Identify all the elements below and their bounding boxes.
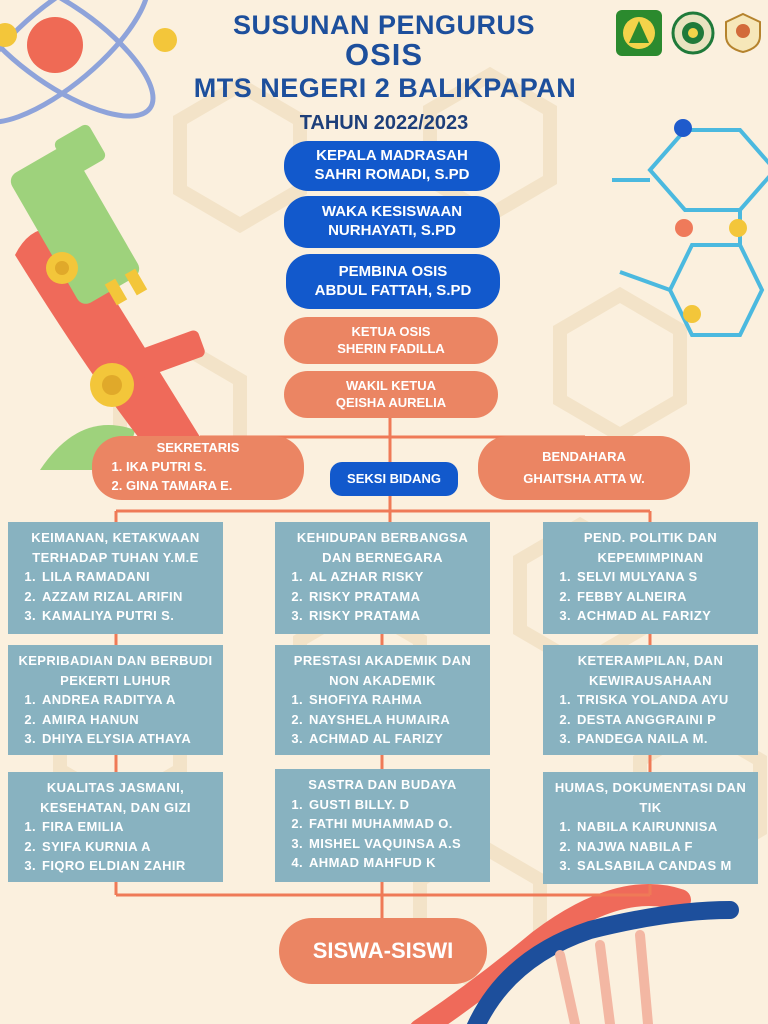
division-pend-politik: PEND. POLITIK DAN KEPEMIMPINAN SELVI MUL… (543, 522, 758, 634)
member-list: ANDREA RADITYA A AMIRA HANUN DHIYA ELYSI… (14, 690, 217, 749)
list-item: FATHI MUHAMMAD O. (307, 814, 484, 834)
division-prestasi-akademik: PRESTASI AKADEMIK DAN NON AKADEMIK SHOFI… (275, 645, 490, 755)
list-item: DHIYA ELYSIA ATHAYA (40, 729, 217, 749)
box-waka-kesiswaan: WAKA KESISWAAN NURHAYATI, S.PD (284, 196, 500, 248)
list-item: ACHMAD AL FARIZY (575, 606, 752, 626)
role-label: KEPALA MADRASAH (316, 147, 468, 165)
box-wakil-ketua: WAKIL KETUA QEISHA AURELIA (284, 371, 498, 418)
role-label: BENDAHARA (542, 448, 626, 464)
division-title: KEPRIBADIAN DAN BERBUDI PEKERTI LUHUR (18, 653, 213, 688)
division-title: PRESTASI AKADEMIK DAN NON AKADEMIK (293, 653, 472, 688)
member-list: SHOFIYA RAHMA NAYSHELA HUMAIRA ACHMAD AL… (281, 690, 484, 749)
list-item: GINA TAMARA E. (126, 476, 304, 496)
list-item: DESTA ANGGRAINI P (575, 710, 752, 730)
list-item: AL AZHAR RISKY (307, 567, 484, 587)
list-item: SYIFA KURNIA A (40, 837, 217, 857)
box-kepala-madrasah: KEPALA MADRASAH SAHRI ROMADI, S.PD (284, 141, 500, 191)
list-item: TRISKA YOLANDA AYU (575, 690, 752, 710)
role-label: KETUA OSIS (351, 324, 431, 340)
division-kualitas-jasmani: KUALITAS JASMANI, KESEHATAN, DAN GIZI FI… (8, 772, 223, 882)
logo-kemenag-icon (616, 10, 662, 56)
member-list: TRISKA YOLANDA AYU DESTA ANGGRAINI P PAN… (549, 690, 752, 749)
member-list: LILA RAMADANI AZZAM RIZAL ARIFIN KAMALIY… (14, 567, 217, 626)
page-title: SUSUNAN PENGURUS (232, 10, 536, 40)
box-ketua-osis: KETUA OSIS SHERIN FADILLA (284, 317, 498, 364)
division-title: KETERAMPILAN, DAN KEWIRAUSAHAAN (577, 653, 724, 688)
list-item: RISKY PRATAMA (307, 587, 484, 607)
academic-year: TAHUN 2022/2023 (299, 112, 469, 134)
list-item: FIQRO ELDIAN ZAHIR (40, 856, 217, 876)
page-title-osis: OSIS (344, 37, 424, 72)
member-list: NABILA KAIRUNNISA NAJWA NABILA F SALSABI… (549, 817, 752, 876)
division-title: PEND. POLITIK DAN KEPEMIMPINAN (583, 530, 718, 565)
list-item: ACHMAD AL FARIZY (307, 729, 484, 749)
list-item: SHOFIYA RAHMA (307, 690, 484, 710)
atom-icon (0, 0, 177, 125)
list-item: AZZAM RIZAL ARIFIN (40, 587, 217, 607)
list-item: ANDREA RADITYA A (40, 690, 217, 710)
logo-osis-icon (720, 10, 766, 56)
division-sastra-budaya: SASTRA DAN BUDAYA GUSTI BILLY. D FATHI M… (275, 769, 490, 882)
division-kepribadian: KEPRIBADIAN DAN BERBUDI PEKERTI LUHUR AN… (8, 645, 223, 755)
member-list: SELVI MULYANA S FEBBY ALNEIRA ACHMAD AL … (549, 567, 752, 626)
division-kehidupan-berbangsa: KEHIDUPAN BERBANGSA DAN BERNEGARA AL AZH… (275, 522, 490, 634)
list-item: FIRA EMILIA (40, 817, 217, 837)
member-list: FIRA EMILIA SYIFA KURNIA A FIQRO ELDIAN … (14, 817, 217, 876)
member-list: AL AZHAR RISKY RISKY PRATAMA RISKY PRATA… (281, 567, 484, 626)
microscope-icon (10, 124, 205, 470)
footer-label: SISWA-SISWI (312, 938, 454, 964)
person-name: ABDUL FATTAH, S.PD (314, 281, 472, 299)
role-label: PEMBINA OSIS (338, 262, 448, 280)
molecule-atoms (674, 119, 747, 323)
list-item: LILA RAMADANI (40, 567, 217, 587)
role-label: SEKSI BIDANG (347, 470, 441, 486)
logo-madrasah-icon (670, 10, 716, 56)
division-title: KEHIDUPAN BERBANGSA DAN BERNEGARA (296, 530, 469, 565)
role-label: WAKIL KETUA (345, 378, 437, 394)
division-humas: HUMAS, DOKUMENTASI DAN TIK NABILA KAIRUN… (543, 772, 758, 884)
box-sekretaris: SEKRETARIS IKA PUTRI S. GINA TAMARA E. (92, 436, 304, 500)
sekretaris-list: IKA PUTRI S. GINA TAMARA E. (92, 457, 304, 496)
member-list: GUSTI BILLY. D FATHI MUHAMMAD O. MISHEL … (281, 795, 484, 873)
box-seksi-bidang: SEKSI BIDANG (330, 462, 458, 496)
person-name: GHAITSHA ATTA W. (523, 471, 645, 486)
list-item: GUSTI BILLY. D (307, 795, 484, 815)
list-item: MISHEL VAQUINSA A.S (307, 834, 484, 854)
division-title: KEIMANAN, KETAKWAAN TERHADAP TUHAN Y.M.E (31, 530, 200, 565)
person-name: QEISHA AURELIA (335, 394, 447, 410)
box-pembina-osis: PEMBINA OSIS ABDUL FATTAH, S.PD (286, 254, 500, 309)
list-item: FEBBY ALNEIRA (575, 587, 752, 607)
person-name: SAHRI ROMADI, S.PD (314, 166, 470, 183)
list-item: RISKY PRATAMA (307, 606, 484, 626)
role-label: WAKA KESISWAAN (321, 203, 463, 221)
list-item: IKA PUTRI S. (126, 457, 304, 477)
school-name: MTS NEGERI 2 BALIKPAPAN (193, 73, 577, 103)
division-title: SASTRA DAN BUDAYA (308, 777, 457, 792)
box-siswa-siswi: SISWA-SISWI (279, 918, 487, 984)
box-bendahara: BENDAHARA GHAITSHA ATTA W. (478, 436, 690, 500)
division-keterampilan: KETERAMPILAN, DAN KEWIRAUSAHAAN TRISKA Y… (543, 645, 758, 755)
division-title: HUMAS, DOKUMENTASI DAN TIK (554, 780, 747, 815)
role-label: SEKRETARIS (156, 440, 240, 456)
list-item: KAMALIYA PUTRI S. (40, 606, 217, 626)
division-keimanan: KEIMANAN, KETAKWAAN TERHADAP TUHAN Y.M.E… (8, 522, 223, 634)
division-title: KUALITAS JASMANI, KESEHATAN, DAN GIZI (40, 780, 191, 815)
list-item: SELVI MULYANA S (575, 567, 752, 587)
list-item: AMIRA HANUN (40, 710, 217, 730)
list-item: AHMAD MAHFUD K (307, 853, 484, 873)
person-name: NURHAYATI, S.PD (328, 222, 456, 239)
list-item: NABILA KAIRUNNISA (575, 817, 752, 837)
list-item: PANDEGA NAILA M. (575, 729, 752, 749)
list-item: NAJWA NABILA F (575, 837, 752, 857)
list-item: SALSABILA CANDAS M (575, 856, 752, 876)
list-item: NAYSHELA HUMAIRA (307, 710, 484, 730)
person-name: SHERIN FADILLA (337, 340, 445, 356)
